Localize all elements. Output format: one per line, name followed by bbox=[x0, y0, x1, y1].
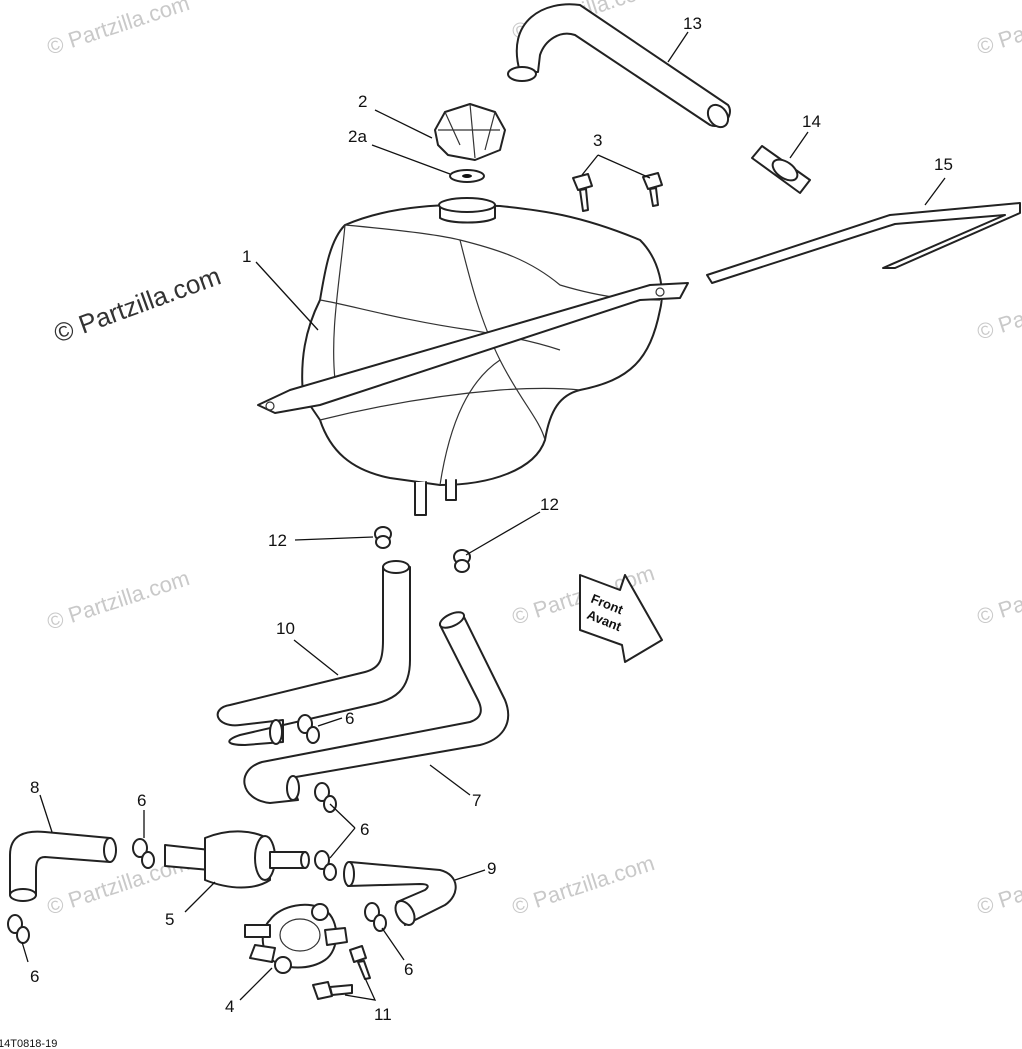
callout-12b: 12 bbox=[540, 495, 559, 514]
callout-8: 8 bbox=[30, 778, 39, 797]
footer-code: 14T0818-19 bbox=[0, 1038, 57, 1049]
clamp-6e bbox=[7, 914, 30, 944]
front-arrow: Front Avant bbox=[579, 574, 663, 663]
watermark: © Partzilla.com bbox=[509, 850, 658, 920]
fuel-filter-5 bbox=[164, 830, 310, 889]
watermark: © Partzilla.com bbox=[44, 0, 193, 60]
clamp-6b bbox=[314, 782, 337, 813]
fuel-tank-1 bbox=[257, 197, 689, 516]
hose-9 bbox=[343, 861, 457, 926]
clamp-12a bbox=[374, 526, 392, 549]
callout-6d: 6 bbox=[30, 967, 39, 986]
callout-2a: 2a bbox=[348, 127, 367, 146]
watermark: © Partzilla.com bbox=[974, 850, 1022, 920]
callout-13: 13 bbox=[683, 14, 702, 33]
callout-14: 14 bbox=[802, 112, 821, 131]
clamp-6f bbox=[364, 902, 387, 932]
callout-4: 4 bbox=[225, 997, 234, 1016]
callout-11: 11 bbox=[374, 1005, 392, 1024]
gasket-hole bbox=[462, 174, 472, 178]
hose-7 bbox=[243, 611, 510, 804]
watermarks: © Partzilla.com © Partzilla.com © Partzi… bbox=[44, 0, 1022, 920]
leader-lines bbox=[21, 31, 946, 1001]
callout-10: 10 bbox=[276, 619, 295, 638]
bolt-11b bbox=[312, 981, 353, 1000]
strap-15 bbox=[706, 202, 1021, 284]
callout-1: 1 bbox=[242, 247, 251, 266]
callout-6b: 6 bbox=[137, 791, 146, 810]
watermark: © Partzilla.com bbox=[44, 565, 193, 635]
callout-15: 15 bbox=[934, 155, 953, 174]
valve-4 bbox=[244, 903, 348, 974]
fuel-cap-2 bbox=[434, 103, 506, 161]
connector-14 bbox=[751, 145, 811, 194]
bolt-3b bbox=[642, 172, 663, 207]
callout-7: 7 bbox=[472, 791, 481, 810]
watermark: © Partzilla.com bbox=[974, 0, 1022, 60]
clamp-6a bbox=[297, 714, 320, 744]
callout-5: 5 bbox=[165, 910, 174, 929]
callout-9: 9 bbox=[487, 859, 496, 878]
bolt-3a bbox=[572, 173, 593, 212]
callout-12a: 12 bbox=[268, 531, 287, 550]
clamp-12b bbox=[453, 549, 471, 573]
callout-3: 3 bbox=[593, 131, 602, 150]
hose-8 bbox=[9, 830, 117, 902]
watermark-main: © Partzilla.com bbox=[50, 261, 225, 349]
callout-6a: 6 bbox=[345, 709, 354, 728]
watermark: © Partzilla.com bbox=[974, 560, 1022, 630]
callout-6c: 6 bbox=[360, 820, 369, 839]
callout-2: 2 bbox=[358, 92, 367, 111]
bolt-11a bbox=[349, 945, 371, 980]
clamp-6c bbox=[314, 850, 337, 881]
clamp-6d bbox=[132, 838, 155, 869]
callouts: 1 2 2a 3 13 14 15 12 12 10 6 7 8 6 6 9 5… bbox=[30, 14, 953, 1024]
callout-6e: 6 bbox=[404, 960, 413, 979]
hose-13 bbox=[507, 3, 731, 129]
hose-10 bbox=[216, 560, 411, 746]
watermark: © Partzilla.com bbox=[974, 275, 1022, 345]
